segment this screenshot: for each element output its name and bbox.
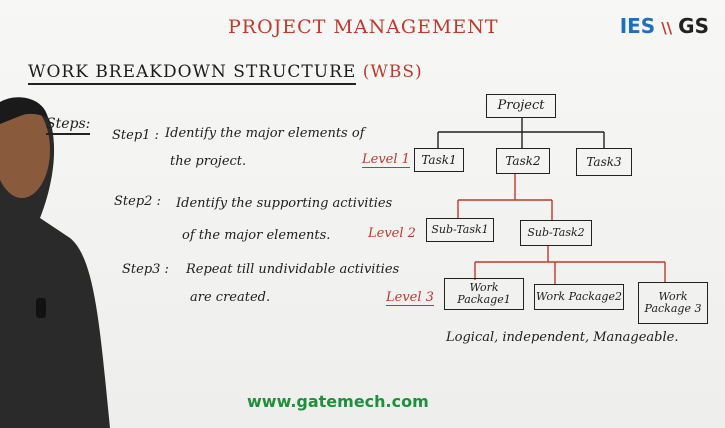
node-task2: Task2	[496, 148, 550, 174]
step2-line2: of the major elements.	[182, 228, 331, 243]
node-project: Project	[486, 94, 556, 118]
step2-label: Step2 :	[114, 194, 161, 209]
wbs-title: WORK BREAKDOWN STRUCTURE (WBS)	[28, 62, 423, 85]
step1-line1: Identify the major elements of	[165, 126, 365, 141]
step3-line2: are created.	[190, 290, 271, 305]
node-task1: Task1	[414, 148, 464, 172]
node-workpackage3: Work Package 3	[638, 282, 708, 324]
level2-label: Level 2	[368, 226, 416, 241]
brand-logo: IES \\ GS	[620, 14, 709, 38]
logo-ies: IES	[619, 14, 656, 38]
logo-separator: \\	[661, 19, 673, 37]
wbs-title-main: WORK BREAKDOWN STRUCTURE	[28, 62, 357, 85]
step1-line2: the project.	[170, 154, 247, 169]
node-subtask1: Sub-Task1	[426, 218, 494, 242]
step2-line1: Identify the supporting activities	[176, 196, 393, 211]
step1-label: Step1 :	[112, 128, 159, 143]
node-workpackage2: Work Package2	[534, 284, 624, 310]
node-subtask2: Sub-Task2	[520, 220, 592, 246]
website-link[interactable]: www.gatemech.com	[247, 392, 429, 411]
node-workpackage1: Work Package1	[444, 278, 524, 310]
step3-label: Step3 :	[122, 262, 169, 277]
step3-line1: Repeat till undividable activities	[186, 262, 400, 277]
logo-gs: GS	[678, 14, 709, 38]
node-task3: Task3	[576, 148, 632, 176]
presenter-figure	[0, 97, 110, 428]
level3-label: Level 3	[386, 290, 434, 306]
board-title: PROJECT MANAGEMENT	[228, 16, 499, 38]
wbs-title-abbr: (WBS)	[362, 62, 423, 82]
level1-label: Level 1	[362, 152, 410, 168]
steps-heading: Steps:	[46, 116, 91, 135]
note-text: Logical, independent, Manageable.	[446, 330, 679, 345]
